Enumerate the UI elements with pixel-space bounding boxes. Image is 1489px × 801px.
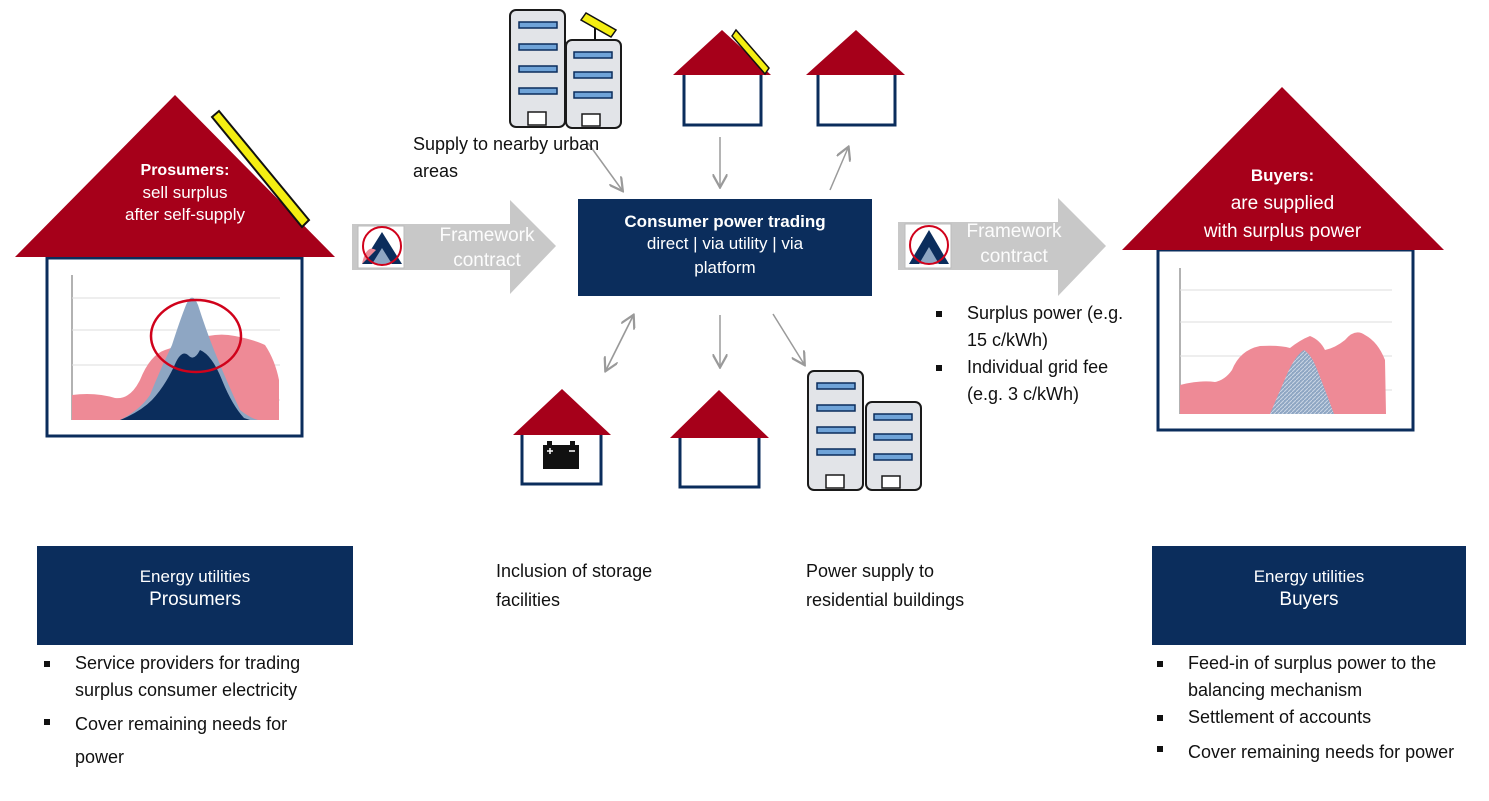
utilities-prosumers-list: Service providers for trading surplus co… xyxy=(37,650,337,774)
buyer-line1: are supplied xyxy=(1230,193,1335,214)
utilities-buyers-line1: Energy utilities xyxy=(1253,567,1365,586)
utilities-prosumers-line1: Energy utilities xyxy=(139,567,251,586)
framework-arrow-right xyxy=(898,198,1106,296)
surplus-highlight-circle xyxy=(149,298,243,374)
storage-house-icon xyxy=(513,389,611,486)
framework-arrow-left xyxy=(352,200,556,294)
arrow-storage-out xyxy=(606,315,634,370)
prosumer-line1: sell surplus xyxy=(142,183,228,202)
supplied-surplus-area xyxy=(1270,350,1334,414)
center-title: Consumer power trading xyxy=(624,212,826,231)
small-house-icon xyxy=(806,30,905,127)
framework-right-text: Framework contract xyxy=(940,219,1088,269)
prosumer-title: Prosumers: xyxy=(140,162,230,179)
center-subtitle: direct | via utility | via platform xyxy=(646,234,804,277)
framework-left-text: Framework contract xyxy=(412,223,562,273)
demand-area xyxy=(1180,332,1386,414)
prosumer-load-chart xyxy=(71,275,280,420)
arrow-urban-in xyxy=(587,142,622,190)
list-item: Settlement of accounts xyxy=(1150,704,1470,731)
buyer-roof-text: Buyers: are supplied with surplus power xyxy=(1160,162,1405,246)
self-supply-area xyxy=(120,350,250,420)
utilities-buyers-line2: Buyers xyxy=(1279,589,1339,610)
buyer-load-chart xyxy=(1179,268,1392,414)
framework-right-line1: Framework xyxy=(966,221,1062,242)
storage-label: Inclusion of storage facilities xyxy=(496,561,653,610)
arrow-house-out xyxy=(829,148,848,191)
list-item: Feed-in of surplus power to the balancin… xyxy=(1150,650,1470,704)
battery-icon xyxy=(543,441,579,469)
buyer-title: Buyers: xyxy=(1250,166,1315,185)
list-item: Cover remaining needs for power xyxy=(37,708,337,774)
framework-right-line2: contract xyxy=(980,246,1048,267)
price-list: Surplus power (e.g. 15 c/kWh) Individual… xyxy=(929,300,1129,408)
residential-building-icon xyxy=(807,370,922,491)
urban-label: Supply to nearby urban areas xyxy=(413,134,600,181)
utilities-buyers-box: Energy utilities Buyers xyxy=(1152,546,1466,645)
residential-label: Power supply to residential buildings xyxy=(806,561,965,610)
solar-panel xyxy=(210,109,311,229)
arrow-residential-out xyxy=(772,313,804,364)
utilities-prosumers-line2: Prosumers xyxy=(149,589,241,610)
price-item-surplus: Surplus power (e.g. 15 c/kWh) xyxy=(929,300,1129,354)
list-item: Cover remaining needs for power xyxy=(1150,735,1470,770)
utilities-prosumers-box: Energy utilities Prosumers xyxy=(37,546,353,645)
small-house-solar-icon xyxy=(673,28,771,127)
price-item-grid-fee: Individual grid fee (e.g. 3 c/kWh) xyxy=(929,354,1129,408)
utilities-buyers-list: Feed-in of surplus power to the balancin… xyxy=(1150,650,1470,770)
small-house-icon xyxy=(670,390,769,489)
prosumer-house xyxy=(15,95,335,438)
house-roof xyxy=(15,95,335,257)
prosumer-line2: after self-supply xyxy=(125,205,245,224)
framework-left-line1: Framework xyxy=(439,225,535,246)
prosumer-roof-text: Prosumers: sell surplus after self-suppl… xyxy=(95,160,275,226)
house-roof xyxy=(1122,87,1444,250)
framework-logo-icon xyxy=(357,225,405,269)
list-item: Service providers for trading surplus co… xyxy=(37,650,337,704)
urban-building-icon xyxy=(509,9,622,129)
buyer-house xyxy=(1122,87,1444,432)
consumer-power-trading-box: Consumer power trading direct | via util… xyxy=(578,199,872,296)
flow-arrows xyxy=(587,137,848,370)
framework-logo-icon xyxy=(904,223,952,269)
framework-left-line2: contract xyxy=(453,250,521,271)
buyer-line2: with surplus power xyxy=(1203,221,1362,242)
